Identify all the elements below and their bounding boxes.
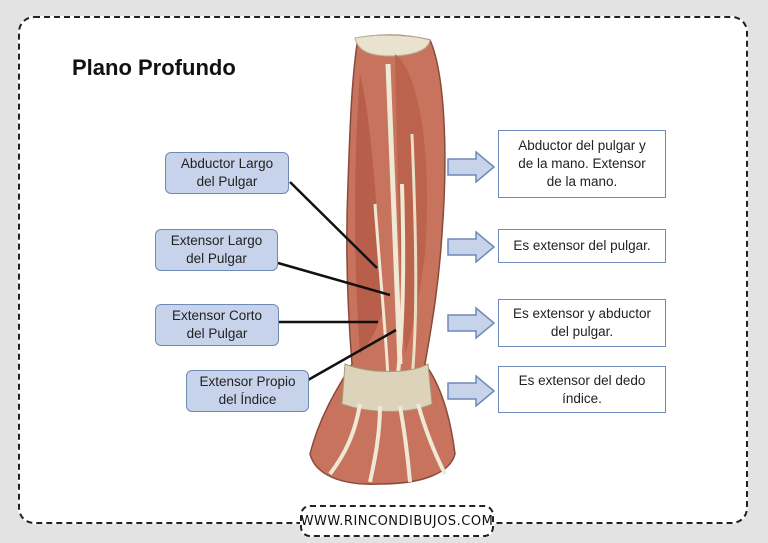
- label-line: del Pulgar: [186, 326, 248, 341]
- description-abductor-largo: Abductor del pulgar y de la mano. Extens…: [498, 130, 666, 198]
- label-line: Extensor Propio: [199, 374, 296, 389]
- forearm-silhouette: [309, 34, 456, 485]
- page-title: Plano Profundo: [72, 55, 236, 80]
- description-line: índice.: [562, 390, 602, 406]
- tendon-1: [385, 63, 403, 365]
- right-arrow-icon: [447, 374, 496, 408]
- description-line: Es extensor del pulgar.: [513, 238, 651, 253]
- footer-website: WWW.RINCONDIBUJOS.COM: [300, 505, 494, 537]
- hand-tendon-2: [368, 405, 382, 483]
- label-line: del Pulgar: [196, 174, 258, 189]
- description-line: de la mano.: [546, 174, 618, 189]
- tendon-4: [410, 133, 418, 380]
- label-line: Abductor Largo: [180, 156, 274, 171]
- label-line: del Índice: [218, 392, 277, 407]
- label-line: Extensor Corto: [171, 308, 263, 323]
- description-line: Es extensor del dedo: [518, 372, 646, 388]
- description-line: del pulgar.: [550, 324, 614, 339]
- hand-tendon-4: [416, 403, 447, 475]
- label-line: Extensor Largo: [170, 233, 263, 248]
- right-arrow-icon: [447, 306, 496, 340]
- elbow-tendon: [354, 34, 431, 57]
- right-arrow-icon: [447, 230, 496, 264]
- forearm-illustration: [300, 34, 470, 486]
- description-extensor-propio: Es extensor del dedo índice.: [498, 366, 666, 413]
- label-extensor-propio: Extensor Propio del Índice: [186, 370, 309, 412]
- label-extensor-corto: Extensor Corto del Pulgar: [155, 304, 279, 346]
- description-line: de la mano. Extensor: [518, 156, 646, 171]
- description-line: Abductor del pulgar y: [518, 138, 646, 153]
- right-arrow-icon: [447, 150, 496, 184]
- label-extensor-largo: Extensor Largo del Pulgar: [155, 229, 278, 271]
- forearm-svg: [309, 34, 456, 485]
- label-line: del Pulgar: [186, 251, 247, 266]
- description-extensor-corto: Es extensor y abductor del pulgar.: [498, 299, 666, 347]
- description-extensor-largo: Es extensor del pulgar.: [498, 229, 666, 263]
- label-abductor-largo: Abductor Largo del Pulgar: [165, 152, 289, 194]
- hand-tendon-1: [328, 403, 362, 476]
- tendon-2: [396, 183, 406, 375]
- hand-tendon-3: [398, 405, 412, 483]
- description-line: Es extensor y abductor: [512, 306, 652, 321]
